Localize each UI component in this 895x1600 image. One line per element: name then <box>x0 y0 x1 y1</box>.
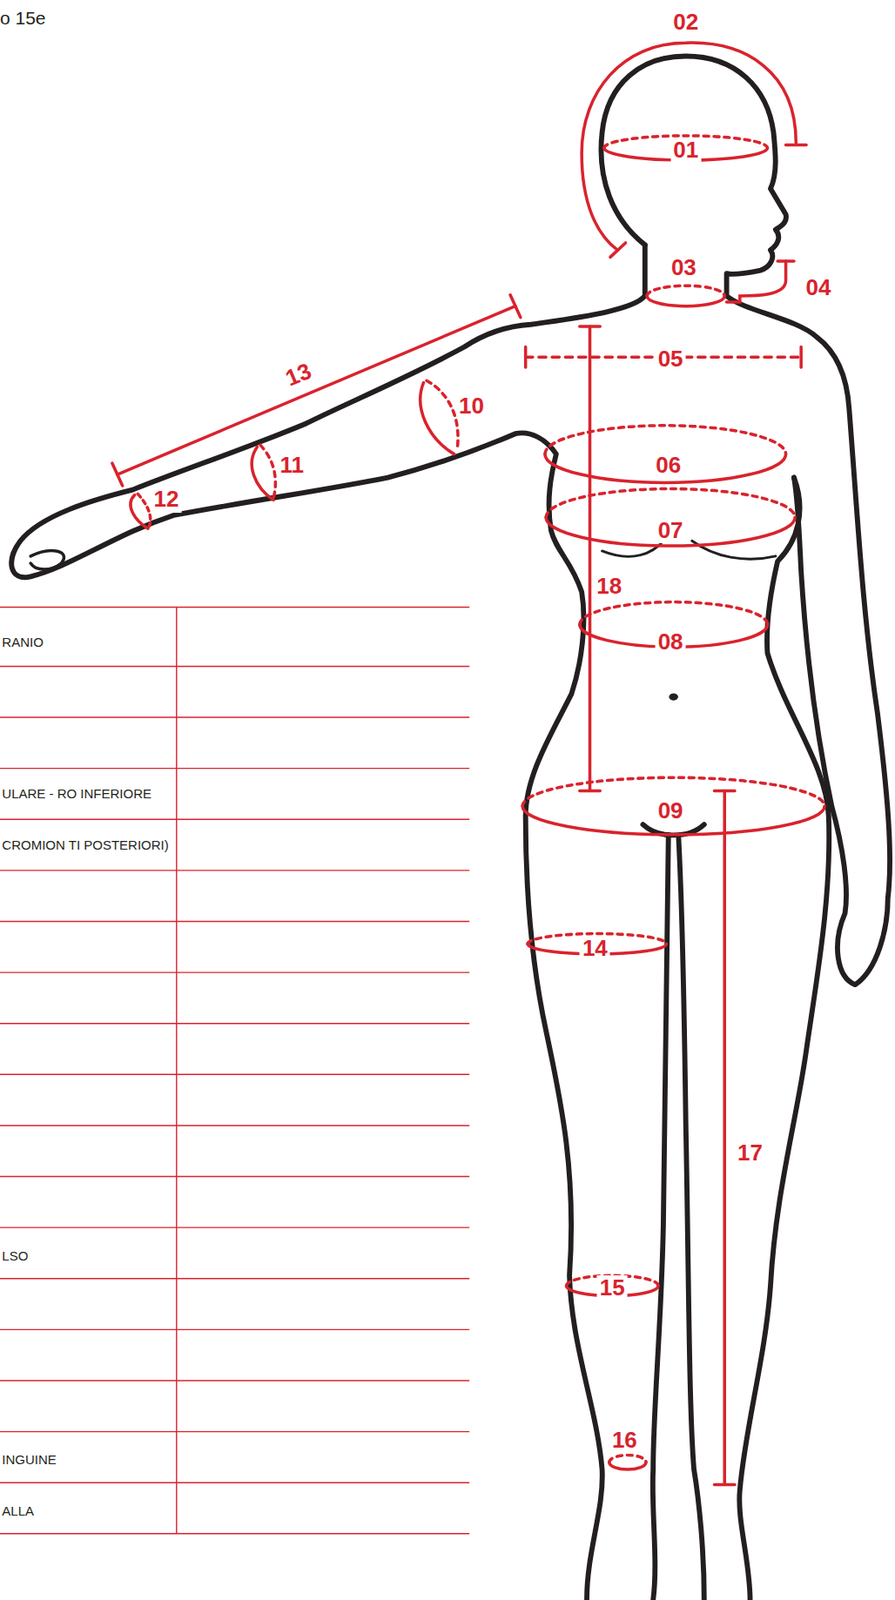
measurement-table <box>0 606 470 1534</box>
callout-number: 14 <box>579 935 611 963</box>
callout-number: 08 <box>655 630 687 657</box>
girth-back <box>545 489 795 519</box>
table-cell-text: INGUINE <box>1 1453 57 1468</box>
callout-number: 09 <box>655 798 687 825</box>
callout-number: 01 <box>670 138 701 165</box>
girth-back <box>646 285 725 297</box>
page-reference: o 15e <box>0 7 47 29</box>
table-rule <box>0 1329 470 1331</box>
table-rule <box>0 1481 470 1483</box>
callout-number: 17 <box>734 1140 766 1167</box>
callout-number: 02 <box>670 9 701 36</box>
body-outline <box>11 55 890 1600</box>
table-rule <box>0 767 470 769</box>
table-cell-text: RANIO <box>1 635 44 651</box>
girth-front <box>545 517 795 546</box>
table-rule <box>0 1431 470 1433</box>
callout-number: 03 <box>668 255 700 282</box>
callout-number: 04 <box>803 275 835 302</box>
table-rule <box>0 1074 470 1076</box>
table-cell-text: LSO <box>1 1248 28 1264</box>
table-rule <box>0 1226 470 1228</box>
table-cell-text: ULARE - RO INFERIORE <box>1 786 152 801</box>
table-cell-text: CROMION TI POSTERIORI) <box>1 837 169 853</box>
callout-number: 15 <box>597 1276 628 1303</box>
callout-number: 07 <box>655 518 687 545</box>
measurement-lines <box>112 42 825 1485</box>
table-rule <box>0 666 470 667</box>
table-rule <box>0 1176 470 1178</box>
table-rule <box>0 869 470 871</box>
table-cell-text: ALLA <box>1 1503 34 1519</box>
girth-back <box>609 1455 647 1463</box>
callout-number: 16 <box>609 1427 640 1454</box>
table-rule <box>0 1124 470 1126</box>
girth-back <box>545 425 787 455</box>
callout-number: 12 <box>151 486 182 513</box>
callout-number: 18 <box>593 573 625 600</box>
callout-number: 06 <box>652 452 684 479</box>
table-rule <box>0 716 470 718</box>
table-rule <box>0 1533 470 1535</box>
table-rule <box>175 606 177 1534</box>
girth-front <box>609 1462 647 1470</box>
callout-number: 11 <box>276 452 307 479</box>
table-rule <box>0 1379 470 1381</box>
girth-front <box>646 296 725 307</box>
callout-number: 13 <box>280 357 319 394</box>
table-rule <box>0 1278 470 1279</box>
callout-number: 05 <box>655 346 687 373</box>
girth-back <box>579 602 768 626</box>
table-rule <box>0 1022 470 1024</box>
table-rule <box>0 606 470 608</box>
table-rule <box>0 819 470 821</box>
table-rule <box>0 921 470 922</box>
table-rule <box>0 971 470 973</box>
callout-number: 10 <box>456 393 487 420</box>
